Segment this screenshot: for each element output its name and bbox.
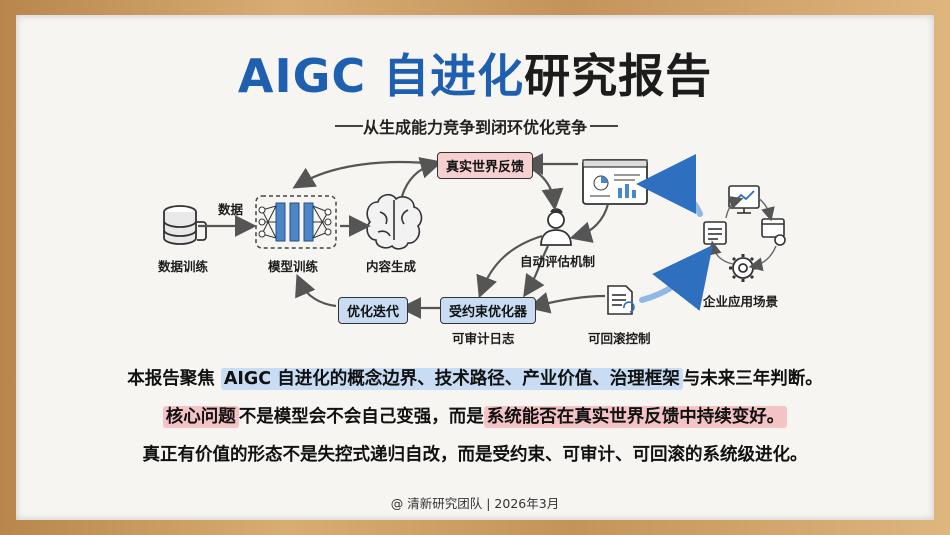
browser-gear-icon <box>761 218 786 246</box>
body-line-2-highlight-2: 系统能否在真实世界反馈中持续变好。 <box>483 406 788 428</box>
title-highlight: AIGC 自进化 <box>237 49 525 103</box>
body-line-1-suffix: 与未来三年判断。 <box>682 369 823 389</box>
node-enterprise-scenarios: 企业应用场景 <box>703 294 779 309</box>
node-optimization-iteration: 优化迭代 <box>338 297 409 324</box>
subtitle-right-rule <box>590 125 618 127</box>
neural-network-icon <box>255 195 337 249</box>
subtitle-left-rule <box>335 125 363 127</box>
whiteboard <box>16 15 934 520</box>
data-arrow-label: 数据 <box>218 202 244 217</box>
monitor-chart-icon <box>728 185 760 214</box>
node-rollback-control: 可回滚控制 <box>588 331 651 346</box>
gear-icon <box>729 254 757 282</box>
body-line-2-middle: 不是模型会不会自己变强，而是 <box>238 407 484 427</box>
database-icon <box>163 205 207 245</box>
rollback-document-icon <box>607 285 635 315</box>
dashboard-icon <box>582 159 648 205</box>
body-line-1-prefix: 本报告聚焦 <box>127 369 221 389</box>
node-auto-evaluation: 自动评估机制 <box>520 254 596 269</box>
body-line-3: 真正有价值的形态不是失控式递归自改，而是受约束、可审计、可回滚的系统级进化。 <box>142 445 808 465</box>
node-auditable-log: 可审计日志 <box>452 331 515 346</box>
enterprise-arrows <box>636 154 713 311</box>
page-title: AIGC 自进化研究报告 <box>0 40 950 106</box>
body-line-2-highlight-1: 核心问题 <box>162 406 239 428</box>
node-data-training: 数据训练 <box>158 259 209 274</box>
node-real-world-feedback: 真实世界反馈 <box>437 152 534 179</box>
body-line-2: 核心问题不是模型会不会自己变强，而是系统能否在真实世界反馈中持续变好。 <box>0 403 950 428</box>
document-icon <box>703 221 727 245</box>
node-content-generation: 内容生成 <box>366 259 417 274</box>
brain-icon <box>366 193 423 250</box>
node-constrained-optimizer: 受约束优化器 <box>440 297 537 324</box>
person-icon <box>540 208 572 246</box>
footer-credit: @ 清新研究团队 | 2026年3月 <box>390 496 560 511</box>
body-line-1: 本报告聚焦 AIGC 自进化的概念边界、技术路径、产业价值、治理框架与未来三年判… <box>0 365 950 390</box>
title-rest: 研究报告 <box>524 49 713 103</box>
enterprise-cycle-arrows <box>707 196 777 272</box>
subtitle: 从生成能力竞争到闭环优化竞争 <box>362 118 587 137</box>
node-model-training: 模型训练 <box>268 259 319 274</box>
body-line-1-highlight: AIGC 自进化的概念边界、技术路径、产业价值、治理框架 <box>220 368 683 390</box>
